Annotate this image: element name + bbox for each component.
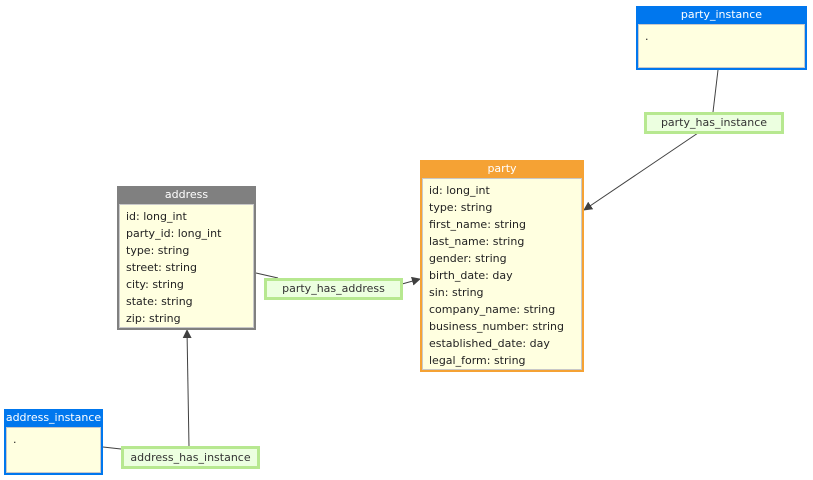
entity-fields: . xyxy=(638,24,805,68)
relationship-party-has-instance[interactable]: party_has_instance xyxy=(644,112,784,134)
entity-field: . xyxy=(645,30,649,43)
entity-fields: id: long_int party_id: long_int type: st… xyxy=(119,204,254,328)
connector-party-instance-to-rel xyxy=(712,69,719,113)
entity-field: party_id: long_int xyxy=(126,227,222,240)
entity-address[interactable]: address id: long_int party_id: long_int … xyxy=(117,186,256,330)
entity-party-instance[interactable]: party_instance . xyxy=(636,6,807,70)
connector-rel-to-address xyxy=(182,329,192,448)
relationship-party-has-address[interactable]: party_has_address xyxy=(264,278,403,300)
entity-field: id: long_int xyxy=(429,184,490,197)
entity-address-instance[interactable]: address_instance . xyxy=(4,409,103,475)
entity-field: id: long_int xyxy=(126,210,187,223)
entity-field: sin: string xyxy=(429,286,484,299)
entity-field: last_name: string xyxy=(429,235,525,248)
entity-field: zip: string xyxy=(126,312,181,325)
connector-address-instance-to-rel xyxy=(102,446,122,450)
entity-fields: . xyxy=(6,427,101,473)
entity-field: street: string xyxy=(126,261,197,274)
entity-field: business_number: string xyxy=(429,320,564,333)
entity-title: address xyxy=(164,188,209,201)
relationship-label: party_has_address xyxy=(282,282,385,295)
entity-field: state: string xyxy=(126,295,193,308)
entity-field: type: string xyxy=(126,244,190,257)
relationship-address-has-instance[interactable]: address_has_instance xyxy=(121,446,260,469)
connector-rel-to-party-address xyxy=(401,276,421,286)
relationship-label: party_has_instance xyxy=(660,116,768,129)
entity-field: legal_form: string xyxy=(429,354,526,367)
entity-field: company_name: string xyxy=(429,303,556,316)
entity-field: established_date: day xyxy=(429,337,550,350)
relationship-label: address_has_instance xyxy=(130,451,251,464)
entity-field: gender: string xyxy=(429,252,507,265)
connector-rel-to-party xyxy=(583,132,699,211)
entity-field: city: string xyxy=(126,278,184,291)
entity-field: type: string xyxy=(429,201,493,214)
entity-field: first_name: string xyxy=(429,218,526,231)
entity-field: birth_date: day xyxy=(429,269,513,282)
entity-fields: id: long_int type: string first_name: st… xyxy=(422,178,582,370)
entity-title: party xyxy=(487,162,517,175)
entity-title: address_instance xyxy=(5,411,102,424)
entity-field: . xyxy=(13,433,17,446)
connector-address-to-rel xyxy=(255,272,279,279)
entity-party[interactable]: party id: long_int type: string first_na… xyxy=(420,160,584,372)
entity-title: party_instance xyxy=(680,8,763,21)
